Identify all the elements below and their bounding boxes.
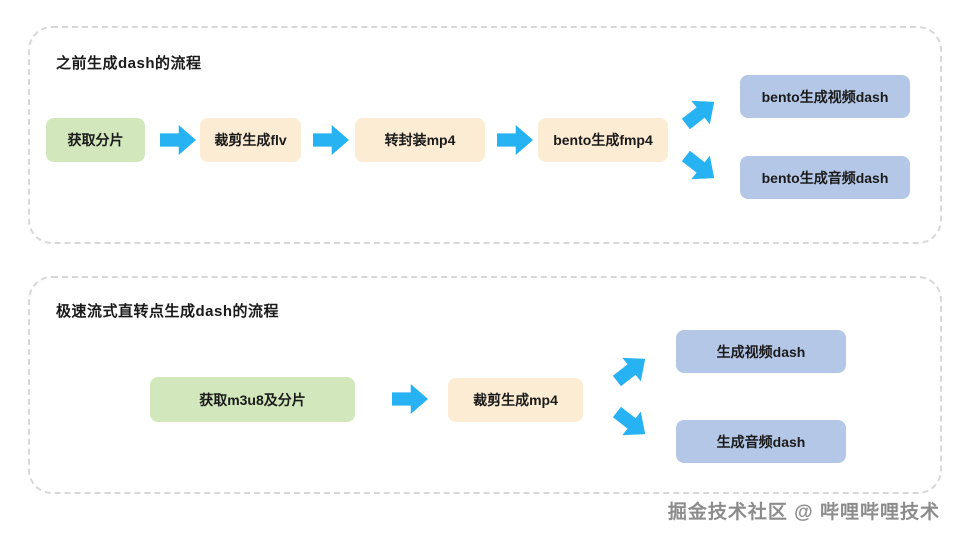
clip-mp4-node: 裁剪生成mp4 <box>448 378 583 422</box>
watermark-text: 掘金技术社区 @ 哔哩哔哩技术 <box>667 502 940 523</box>
panel-previous-flow-title: 之前生成dash的流程 <box>56 55 202 72</box>
bento-audio-dash-node: bento生成音频dash <box>740 156 910 199</box>
clip-flv-node: 裁剪生成flv <box>200 118 301 162</box>
remux-mp4-node: 转封装mp4 <box>355 118 485 162</box>
bento-video-dash-node: bento生成视频dash <box>740 75 910 118</box>
audio-dash-node: 生成音频dash <box>676 420 846 463</box>
bento-fmp4-node: bento生成fmp4 <box>538 118 668 162</box>
fetch-m3u8-node: 获取m3u8及分片 <box>150 377 355 422</box>
panel-fast-flow-title: 极速流式直转点生成dash的流程 <box>56 303 280 320</box>
video-dash-node: 生成视频dash <box>676 330 846 373</box>
fetch-segments-node: 获取分片 <box>46 118 145 162</box>
